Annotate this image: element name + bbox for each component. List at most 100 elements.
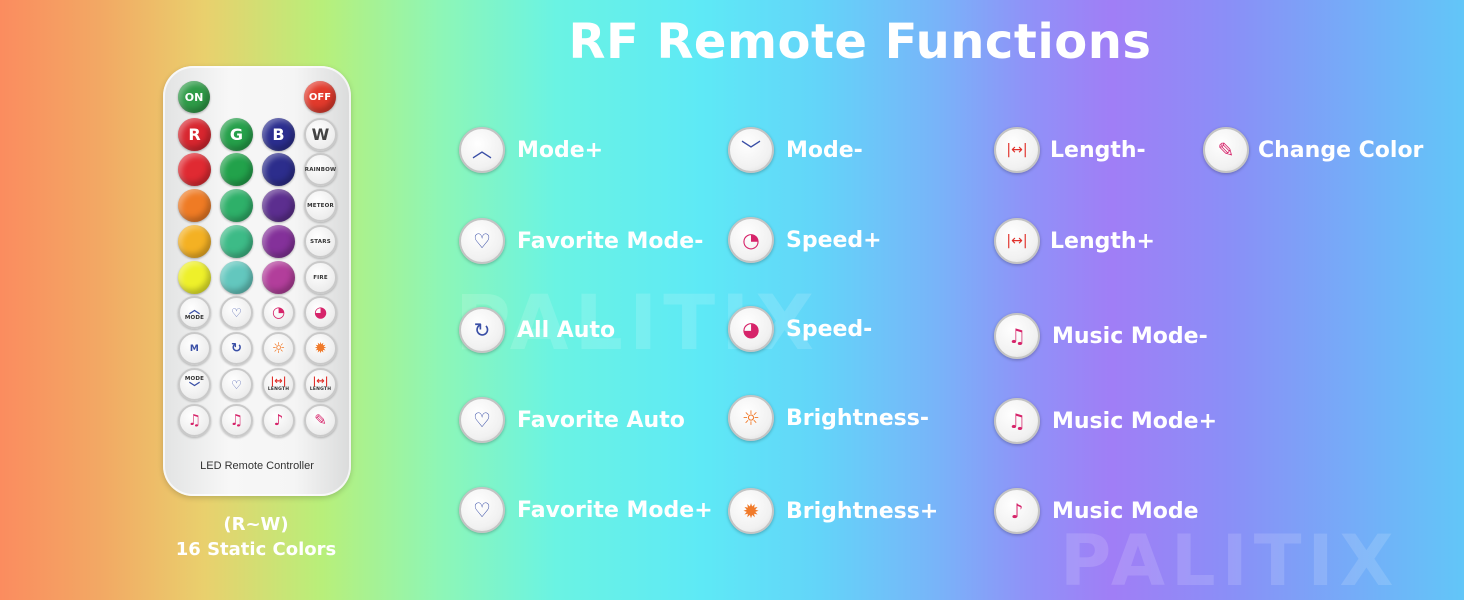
color-button[interactable] [220, 225, 253, 258]
music-mode-icon: ♪ [994, 488, 1040, 534]
function-label: Speed- [786, 316, 873, 342]
length-icon: |↔| [994, 127, 1040, 173]
function-item-music-mode-plus: ♫ Music Mode+ [994, 398, 1217, 444]
chevron-down-icon: ﹀ [189, 381, 200, 394]
heart-up-icon: ♡ [231, 305, 242, 320]
brightness-icon: ✹ [314, 339, 327, 357]
color-button[interactable] [262, 261, 295, 294]
music-mode-down-button[interactable]: ♫ [178, 404, 211, 437]
mode-down-icon: ﹀ [728, 127, 774, 173]
green-button-label: G [229, 125, 244, 144]
change-color-icon: ✎ [314, 411, 327, 429]
function-item-change-color: ✎ Change Color [1203, 127, 1423, 173]
color-button[interactable] [262, 189, 295, 222]
change-color-button[interactable]: ✎ [304, 404, 337, 437]
stars-button[interactable]: STARS [304, 225, 337, 258]
mode-up-button-label: MODE [184, 315, 205, 321]
speed-icon: ◔ [271, 303, 286, 321]
fire-button[interactable]: FIRE [304, 261, 337, 294]
white-button[interactable]: W [304, 118, 337, 151]
brightness-icon: ☼ [271, 339, 286, 357]
meteor-button[interactable]: METEOR [304, 189, 337, 222]
color-button[interactable] [220, 153, 253, 186]
length-icon: |↔| [994, 218, 1040, 264]
function-label: Favorite Mode- [517, 228, 704, 254]
brightness-button[interactable]: ✹ [304, 332, 337, 365]
length-down-button-label: LENGTH [267, 387, 290, 392]
function-item-speed-minus: ◕ Speed- [728, 306, 872, 352]
green-button[interactable]: G [220, 118, 253, 151]
length-up-button[interactable]: |↔| LENGTH [304, 368, 337, 401]
function-label: Music Mode [1052, 498, 1199, 524]
on-button[interactable]: ON [178, 81, 210, 113]
red-button-label: R [188, 125, 201, 144]
color-button[interactable] [262, 153, 295, 186]
color-button[interactable] [220, 189, 253, 222]
blue-button[interactable]: B [262, 118, 295, 151]
function-label: Music Mode+ [1052, 408, 1217, 434]
color-button[interactable] [178, 189, 211, 222]
color-button[interactable] [178, 225, 211, 258]
color-button[interactable] [178, 261, 211, 294]
speed-icon: ◔ [728, 217, 774, 263]
all-auto-button[interactable]: M [178, 332, 211, 365]
mode-up-button[interactable]: ︿ MODE [178, 296, 211, 329]
speed-icon: ◕ [728, 306, 774, 352]
color-button[interactable] [178, 153, 211, 186]
speed-button[interactable]: ◕ [304, 296, 337, 329]
music-mode-button[interactable]: ♪ [262, 404, 295, 437]
off-button[interactable]: OFF [304, 81, 336, 113]
music-play-icon: ♫ [994, 398, 1040, 444]
heart-up-icon: ♡ [459, 487, 505, 533]
function-item-favorite-mode-plus: ♡ Favorite Mode+ [459, 487, 713, 533]
music-mode-icon: ♪ [273, 411, 284, 429]
function-label: Favorite Auto [517, 407, 685, 433]
function-label: Brightness- [786, 405, 929, 431]
music-mode-up-button[interactable]: ♫ [220, 404, 253, 437]
remote-controller: ON OFF R G B W RAINBOW METEOR STARS FIRE… [163, 66, 351, 496]
mode-down-button-label: MODE [184, 376, 205, 382]
caption-line1: (R~W) [223, 514, 289, 535]
heart-auto-icon: ♡ [459, 397, 505, 443]
heart-auto-icon: ↻ [231, 341, 242, 356]
length-icon: |↔| [312, 376, 329, 387]
auto-icon: ↻ [459, 307, 505, 353]
function-label: Brightness+ [786, 498, 939, 524]
color-button[interactable] [220, 261, 253, 294]
music-note-icon: ♫ [187, 411, 202, 429]
function-item-length-minus: |↔| Length- [994, 127, 1146, 173]
heart-down-icon: ♡ [231, 377, 242, 392]
music-note-icon: ♫ [994, 313, 1040, 359]
function-item-music-mode: ♪ Music Mode [994, 488, 1199, 534]
function-label: All Auto [517, 317, 616, 343]
blue-button-label: B [272, 125, 285, 144]
rainbow-button-label: RAINBOW [304, 166, 337, 173]
off-button-label: OFF [308, 91, 332, 103]
mode-down-button[interactable]: MODE ﹀ [178, 368, 211, 401]
favorite-mode-up-button[interactable]: ♡ [220, 296, 253, 329]
brightness-icon: ✹ [728, 488, 774, 534]
heart-down-icon: ♡ [459, 218, 505, 264]
color-button[interactable] [262, 225, 295, 258]
rainbow-button[interactable]: RAINBOW [304, 153, 337, 186]
auto-icon: M [189, 343, 200, 354]
red-button[interactable]: R [178, 118, 211, 151]
function-item-mode-plus: ︿ Mode+ [459, 127, 603, 173]
function-item-brightness-minus: ☼ Brightness- [728, 395, 929, 441]
function-item-speed-plus: ◔ Speed+ [728, 217, 882, 263]
length-down-button[interactable]: |↔| LENGTH [262, 368, 295, 401]
function-item-all-auto: ↻ All Auto [459, 307, 615, 353]
function-item-mode-minus: ﹀ Mode- [728, 127, 863, 173]
function-label: Mode+ [517, 137, 604, 163]
length-up-button-label: LENGTH [309, 387, 332, 392]
favorite-mode-down-button[interactable]: ♡ [220, 368, 253, 401]
favorite-auto-button[interactable]: ↻ [220, 332, 253, 365]
length-icon: |↔| [270, 376, 287, 387]
function-label: Music Mode- [1052, 323, 1208, 349]
speed-button[interactable]: ◔ [262, 296, 295, 329]
function-label: Change Color [1258, 137, 1424, 163]
remote-label: LED Remote Controller [200, 460, 314, 472]
function-item-favorite-mode-minus: ♡ Favorite Mode- [459, 218, 703, 264]
caption-line2: 16 Static Colors [175, 539, 337, 560]
brightness-button[interactable]: ☼ [262, 332, 295, 365]
